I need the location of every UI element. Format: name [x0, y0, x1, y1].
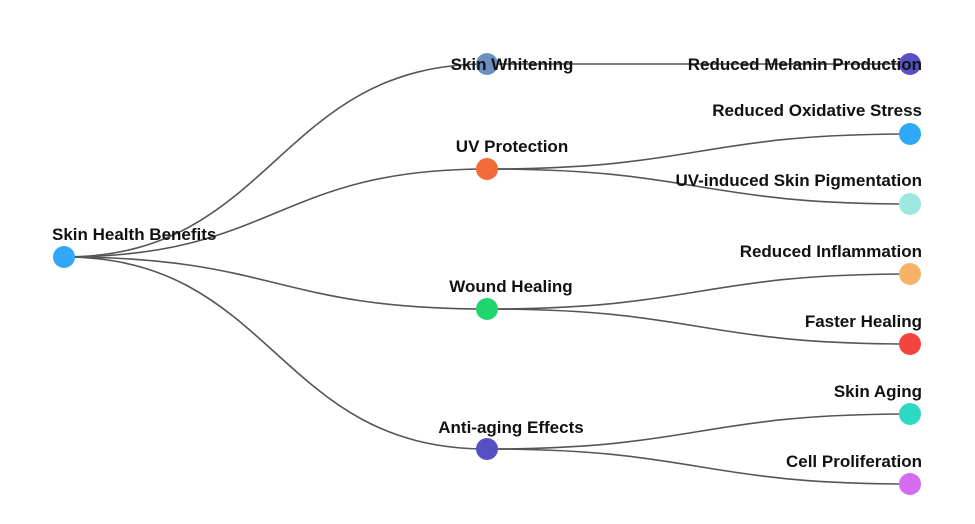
- link-branch-1-to-child-1: [486, 168, 911, 205]
- node-skin-aging-dot[interactable]: [899, 403, 921, 425]
- link-branch-3-to-child-1: [486, 448, 911, 485]
- node-cell-proliferation-dot[interactable]: [899, 473, 921, 495]
- link-branch-3-to-child-0: [486, 413, 911, 450]
- node-root-label: Skin Health Benefits: [52, 225, 216, 244]
- node-skin-aging[interactable]: Skin Aging: [834, 382, 922, 425]
- node-uv-induced-skin-pigmentation-dot[interactable]: [899, 193, 921, 215]
- node-anti-aging-effects-dot[interactable]: [476, 438, 498, 460]
- node-uv-protection-label: UV Protection: [456, 137, 568, 156]
- node-reduced-melanin-production-label: Reduced Melanin Production: [688, 55, 922, 74]
- node-wound-healing-dot[interactable]: [476, 298, 498, 320]
- node-anti-aging-effects-label: Anti-aging Effects: [438, 418, 583, 437]
- node-skin-aging-label: Skin Aging: [834, 382, 922, 401]
- node-reduced-oxidative-stress-dot[interactable]: [899, 123, 921, 145]
- node-anti-aging-effects[interactable]: Anti-aging Effects: [438, 418, 584, 460]
- node-uv-induced-skin-pigmentation[interactable]: UV-induced Skin Pigmentation: [675, 171, 922, 215]
- node-skin-whitening[interactable]: Skin Whitening: [451, 53, 574, 75]
- node-root-dot[interactable]: [53, 246, 75, 268]
- link-root-to-branch-1: [63, 168, 488, 258]
- node-uv-induced-skin-pigmentation-label: UV-induced Skin Pigmentation: [675, 171, 922, 190]
- node-cell-proliferation-label: Cell Proliferation: [786, 452, 922, 471]
- node-cell-proliferation[interactable]: Cell Proliferation: [786, 452, 922, 495]
- node-reduced-melanin-production[interactable]: Reduced Melanin Production: [688, 53, 922, 75]
- link-root-to-branch-2: [63, 256, 488, 310]
- link-branch-1-to-child-0: [486, 133, 911, 170]
- node-reduced-inflammation-label: Reduced Inflammation: [740, 242, 922, 261]
- nodes-layer: Skin Health Benefits Skin Whitening Redu…: [52, 53, 922, 495]
- link-branch-2-to-child-0: [486, 273, 911, 310]
- node-reduced-melanin-production-dot[interactable]: [899, 53, 921, 75]
- link-root-to-branch-3: [63, 256, 488, 450]
- link-root-to-branch-0: [63, 63, 488, 258]
- node-wound-healing-label: Wound Healing: [449, 277, 572, 296]
- links-layer: [63, 63, 911, 485]
- node-reduced-oxidative-stress-label: Reduced Oxidative Stress: [712, 101, 922, 120]
- node-skin-whitening-label: Skin Whitening: [451, 55, 574, 74]
- node-reduced-oxidative-stress[interactable]: Reduced Oxidative Stress: [712, 101, 922, 145]
- link-branch-2-to-child-1: [486, 308, 911, 345]
- node-wound-healing[interactable]: Wound Healing: [449, 277, 573, 320]
- node-reduced-inflammation-dot[interactable]: [899, 263, 921, 285]
- node-uv-protection-dot[interactable]: [476, 158, 498, 180]
- node-faster-healing-dot[interactable]: [899, 333, 921, 355]
- node-skin-whitening-dot[interactable]: [476, 53, 498, 75]
- node-faster-healing[interactable]: Faster Healing: [805, 312, 922, 355]
- node-root[interactable]: Skin Health Benefits: [52, 225, 216, 268]
- node-reduced-inflammation[interactable]: Reduced Inflammation: [740, 242, 922, 285]
- node-faster-healing-label: Faster Healing: [805, 312, 922, 331]
- node-uv-protection[interactable]: UV Protection: [456, 137, 568, 180]
